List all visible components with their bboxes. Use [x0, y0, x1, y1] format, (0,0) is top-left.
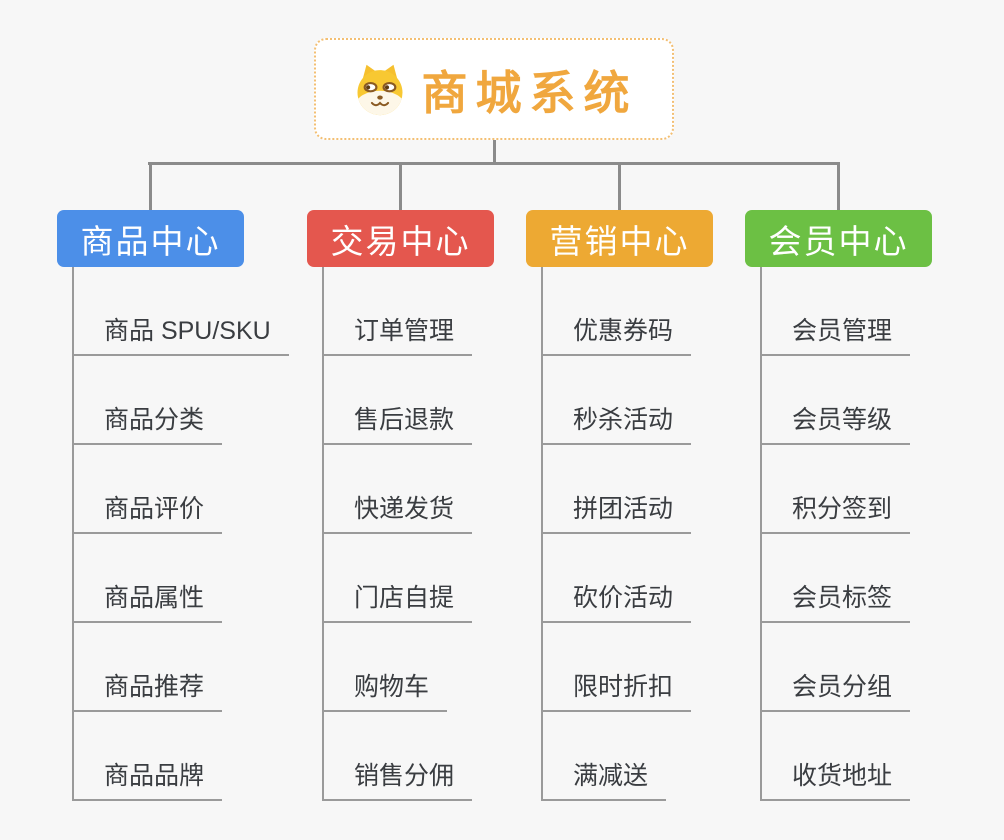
- root-node[interactable]: 商城系统: [314, 38, 674, 140]
- branch-4: 会员中心 会员管理 会员等级 积分签到 会员标签 会员分组 收货地址: [745, 162, 932, 801]
- leaf-node[interactable]: 门店自提: [324, 534, 473, 623]
- leaf-label: 收货地址: [762, 762, 911, 801]
- leaf-node[interactable]: 会员标签: [762, 534, 911, 623]
- branch-label: 商品中心: [80, 222, 221, 260]
- leaf-node[interactable]: 优惠券码: [543, 267, 692, 356]
- leaf-node[interactable]: 收货地址: [762, 712, 911, 801]
- leaf-label: 门店自提: [324, 584, 473, 623]
- leaf-node[interactable]: 会员管理: [762, 267, 911, 356]
- connector-branch-drop: [618, 162, 621, 210]
- leaf-node[interactable]: 销售分佣: [324, 712, 473, 801]
- leaf-node[interactable]: 会员等级: [762, 356, 911, 445]
- leaf-label: 售后退款: [324, 406, 473, 445]
- branch-label: 营销中心: [549, 222, 690, 260]
- connector-root-stub: [493, 140, 496, 164]
- branch-2: 交易中心 订单管理 售后退款 快递发货 门店自提 购物车 销售分佣: [307, 162, 494, 801]
- leaf-label: 会员标签: [762, 584, 911, 623]
- leaf-label: 商品评价: [74, 495, 223, 534]
- leaf-node[interactable]: 商品推荐: [74, 623, 289, 712]
- branch-node-4[interactable]: 会员中心: [745, 210, 932, 267]
- branch-3: 营销中心 优惠券码 秒杀活动 拼团活动 砍价活动 限时折扣 满减送: [526, 162, 713, 801]
- branch-children-column: 商品 SPU/SKU 商品分类 商品评价 商品属性 商品推荐 商品品牌: [72, 267, 289, 801]
- leaf-label: 商品推荐: [74, 673, 223, 712]
- leaf-node[interactable]: 满减送: [543, 712, 691, 801]
- leaf-label: 拼团活动: [543, 495, 692, 534]
- branch-children-column: 优惠券码 秒杀活动 拼团活动 砍价活动 限时折扣 满减送: [541, 267, 692, 801]
- leaf-label: 商品分类: [74, 406, 223, 445]
- connector-branch-drop: [149, 162, 152, 210]
- leaf-label: 商品品牌: [74, 762, 223, 801]
- leaf-label: 销售分佣: [324, 762, 473, 801]
- leaf-node[interactable]: 快递发货: [324, 445, 473, 534]
- branch-children-column: 订单管理 售后退款 快递发货 门店自提 购物车 销售分佣: [322, 267, 473, 801]
- leaf-node[interactable]: 拼团活动: [543, 445, 692, 534]
- connector-branch-drop: [837, 162, 840, 210]
- leaf-node[interactable]: 限时折扣: [543, 623, 692, 712]
- dog-face-icon: [357, 64, 402, 116]
- leaf-node[interactable]: 商品属性: [74, 534, 289, 623]
- branch-node-2[interactable]: 交易中心: [307, 210, 494, 267]
- leaf-label: 商品属性: [74, 584, 223, 623]
- leaf-node[interactable]: 商品 SPU/SKU: [74, 267, 289, 356]
- branch-label: 会员中心: [768, 222, 909, 260]
- leaf-label: 会员等级: [762, 406, 911, 445]
- branch-children-column: 会员管理 会员等级 积分签到 会员标签 会员分组 收货地址: [760, 267, 911, 801]
- leaf-label: 购物车: [324, 673, 448, 712]
- connector-branch-drop: [399, 162, 402, 210]
- leaf-node[interactable]: 砍价活动: [543, 534, 692, 623]
- leaf-node[interactable]: 购物车: [324, 623, 472, 712]
- leaf-label: 砍价活动: [543, 584, 692, 623]
- branch-node-1[interactable]: 商品中心: [57, 210, 244, 267]
- leaf-label: 商品 SPU/SKU: [74, 317, 289, 356]
- leaf-label: 会员管理: [762, 317, 911, 356]
- leaf-node[interactable]: 秒杀活动: [543, 356, 692, 445]
- leaf-label: 限时折扣: [543, 673, 692, 712]
- leaf-label: 会员分组: [762, 673, 911, 712]
- leaf-node[interactable]: 会员分组: [762, 623, 911, 712]
- leaf-label: 订单管理: [324, 317, 473, 356]
- leaf-node[interactable]: 售后退款: [324, 356, 473, 445]
- leaf-node[interactable]: 商品品牌: [74, 712, 289, 801]
- leaf-label: 秒杀活动: [543, 406, 692, 445]
- root-title: 商城系统: [421, 67, 638, 119]
- leaf-label: 快递发货: [324, 495, 473, 534]
- leaf-node[interactable]: 商品分类: [74, 356, 289, 445]
- leaf-node[interactable]: 商品评价: [74, 445, 289, 534]
- branch-1: 商品中心 商品 SPU/SKU 商品分类 商品评价 商品属性 商品推荐 商品品牌: [57, 162, 289, 801]
- connector-horizontal-rail: [148, 162, 840, 165]
- leaf-node[interactable]: 积分签到: [762, 445, 911, 534]
- branch-node-3[interactable]: 营销中心: [526, 210, 713, 267]
- branch-label: 交易中心: [330, 222, 471, 260]
- leaf-label: 满减送: [543, 762, 667, 801]
- leaf-node[interactable]: 订单管理: [324, 267, 473, 356]
- leaf-label: 优惠券码: [543, 317, 692, 356]
- leaf-label: 积分签到: [762, 495, 911, 534]
